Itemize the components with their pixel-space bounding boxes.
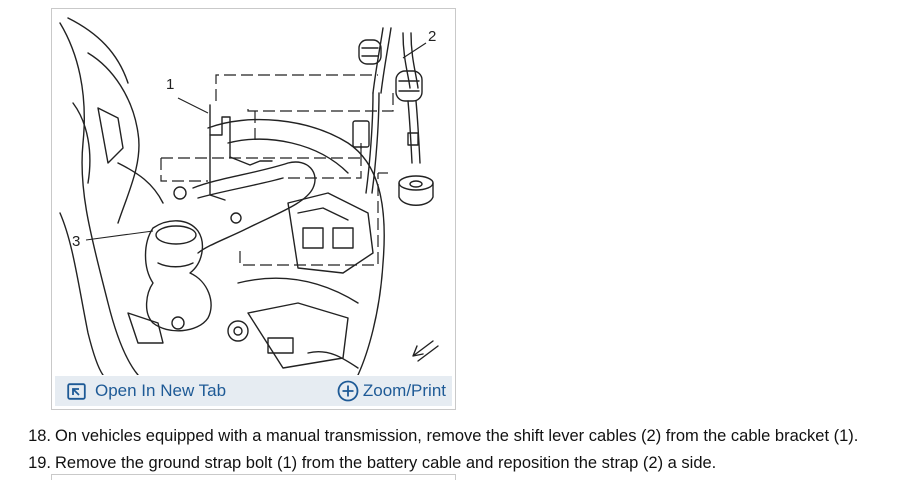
figure-container: 1 2 3 Open In New Tab Zoom/Print bbox=[51, 8, 456, 410]
zoom-plus-icon bbox=[337, 380, 359, 402]
callout-3: 3 bbox=[72, 233, 80, 250]
open-new-tab-icon bbox=[67, 382, 86, 400]
callout-1: 1 bbox=[166, 76, 174, 93]
zoom-print-button[interactable]: Zoom/Print bbox=[337, 379, 446, 403]
step-number: 19. bbox=[28, 454, 51, 472]
open-in-new-tab-label: Open In New Tab bbox=[95, 381, 227, 400]
step-text: Remove the ground strap bolt (1) from th… bbox=[55, 454, 717, 472]
callout-2: 2 bbox=[428, 28, 436, 45]
step-item: 18. On vehicles equipped with a manual t… bbox=[18, 425, 916, 452]
shift-cable-diagram: 1 2 3 bbox=[59, 17, 439, 375]
open-in-new-tab-button[interactable]: Open In New Tab bbox=[67, 379, 226, 403]
step-text: On vehicles equipped with a manual trans… bbox=[55, 427, 859, 445]
next-figure-container bbox=[51, 474, 456, 480]
step-number: 18. bbox=[28, 427, 51, 445]
previous-step-text-cutoff bbox=[155, 0, 915, 5]
zoom-print-label: Zoom/Print bbox=[362, 381, 446, 400]
procedure-steps: 18. On vehicles equipped with a manual t… bbox=[18, 425, 916, 479]
figure-toolbar: Open In New Tab Zoom/Print bbox=[55, 376, 452, 406]
step-item: 19. Remove the ground strap bolt (1) fro… bbox=[18, 452, 916, 479]
